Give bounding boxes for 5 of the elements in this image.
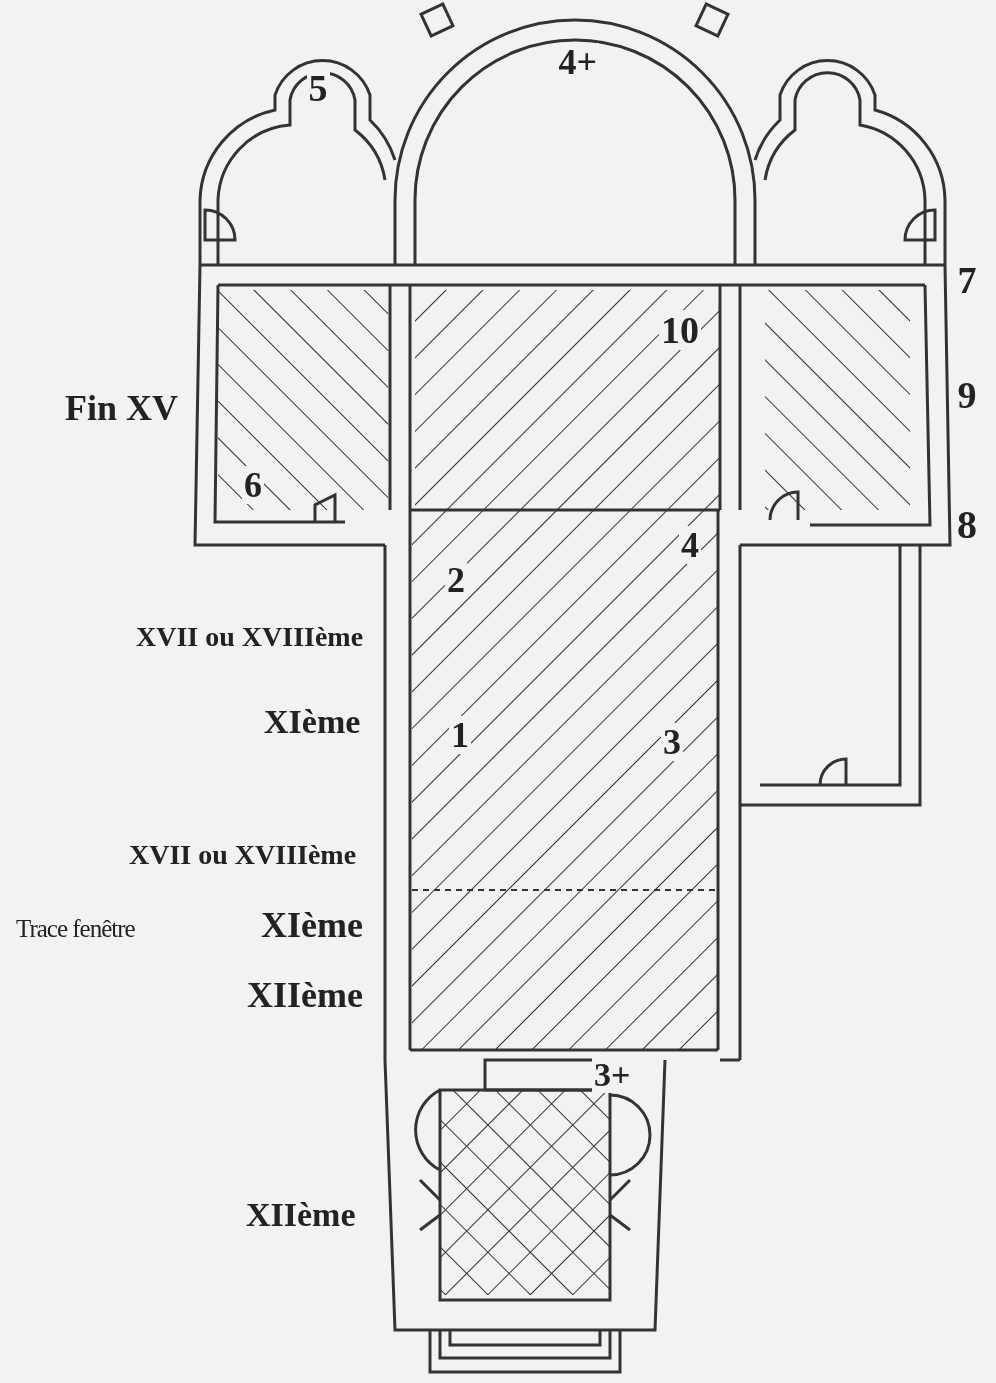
callout-number: 4 xyxy=(679,526,701,564)
callout-number: 3 xyxy=(661,723,683,761)
callout-number: 6 xyxy=(242,466,264,504)
callout-number: 1 xyxy=(449,716,471,754)
callout-number: 10 xyxy=(659,310,701,350)
